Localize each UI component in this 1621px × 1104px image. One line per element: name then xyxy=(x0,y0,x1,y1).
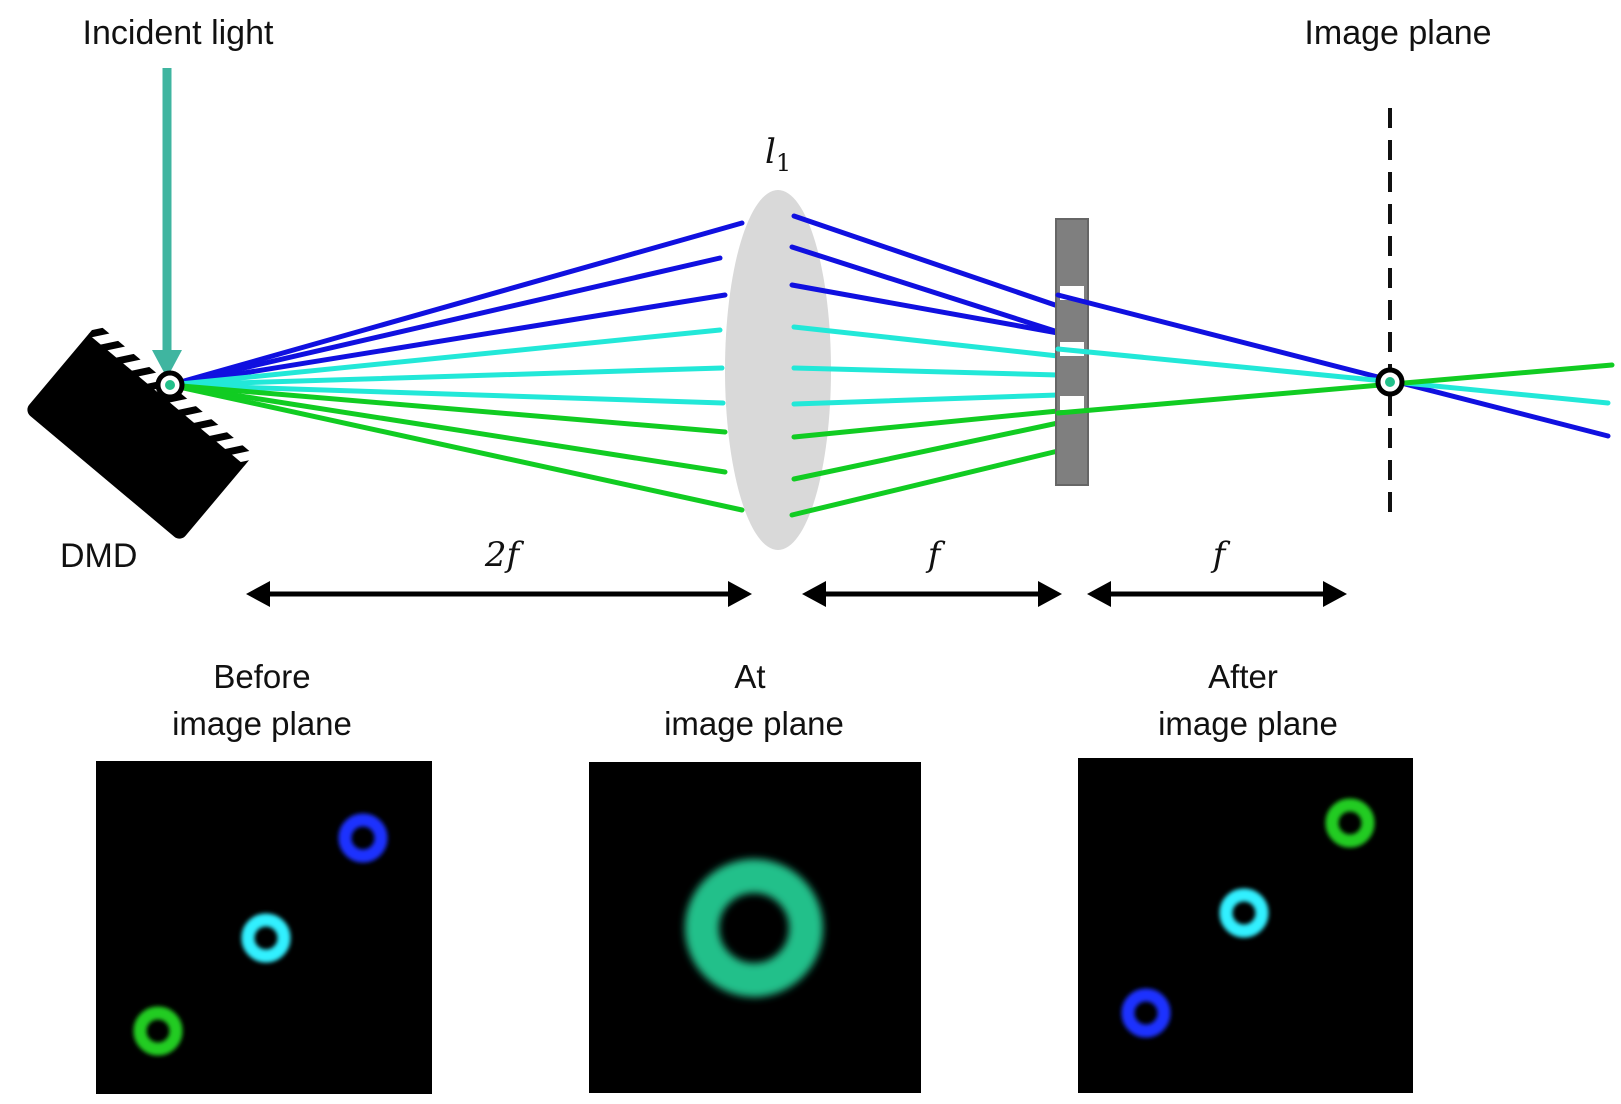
distance-2f-label: 2f xyxy=(484,535,525,575)
distance-f-label-1: f xyxy=(925,535,946,575)
panel-before-title: Before xyxy=(213,658,310,695)
incident-light-arrow xyxy=(152,68,182,378)
panel-before-image xyxy=(96,761,432,1094)
panel-after-image xyxy=(1078,758,1413,1093)
dmd-focus-point xyxy=(155,370,185,400)
panel-before-subtitle: image plane xyxy=(172,705,352,742)
panel-after-title: After xyxy=(1208,658,1278,695)
incident-light-label: Incident light xyxy=(83,14,274,52)
distance-arrow-f-1 xyxy=(802,581,1062,607)
panel-at-title: At xyxy=(734,658,765,695)
rays-after-aperture xyxy=(1055,292,1615,439)
distance-arrow-2f xyxy=(246,581,752,607)
lens-label: l1 xyxy=(765,132,791,177)
distance-f-label-2: f xyxy=(1210,535,1231,575)
image-plane-focus-point xyxy=(1375,367,1405,397)
rays-dmd-to-lens xyxy=(167,220,745,513)
rays-lens-to-aperture xyxy=(789,213,1061,518)
panel-at-image xyxy=(589,762,921,1093)
dmd xyxy=(27,323,254,539)
panel-after-subtitle: image plane xyxy=(1158,705,1338,742)
distance-arrow-f-2 xyxy=(1087,581,1347,607)
image-plane-label: Image plane xyxy=(1304,14,1491,52)
panel-at-subtitle: image plane xyxy=(664,705,844,742)
lens-l1 xyxy=(725,190,831,550)
dmd-label: DMD xyxy=(60,537,137,575)
